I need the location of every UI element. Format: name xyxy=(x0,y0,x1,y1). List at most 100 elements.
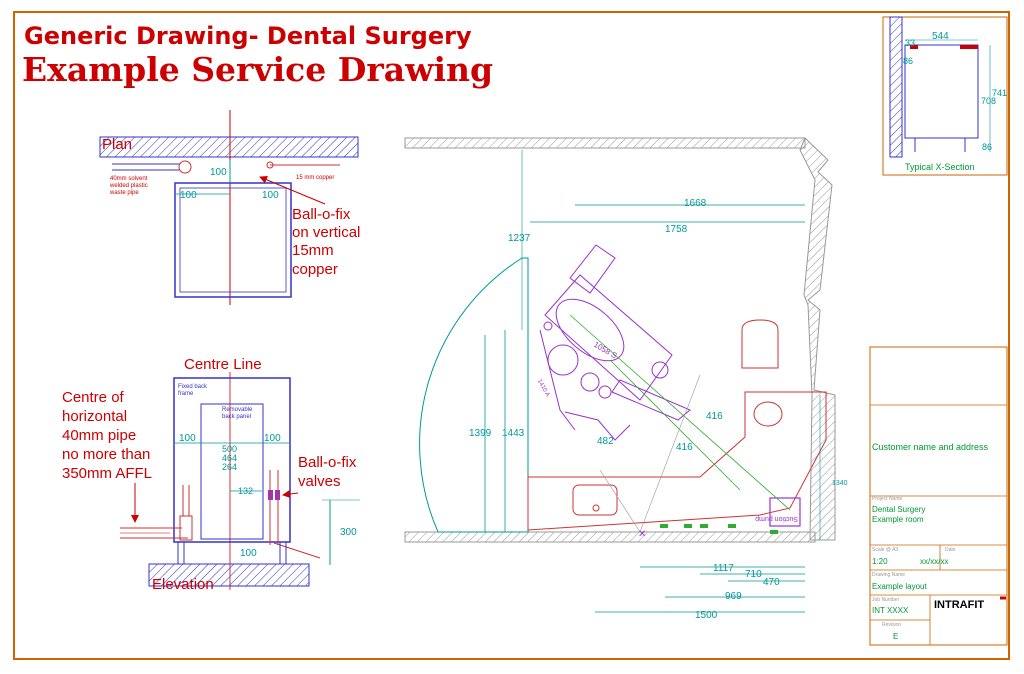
xs-dim-708: 708 xyxy=(981,96,996,106)
elev-valves-2: valves xyxy=(298,473,341,490)
dental-chair xyxy=(539,244,691,441)
outlet-marker: ✕ xyxy=(638,529,646,540)
elev-note-3: 40mm pipe xyxy=(62,427,136,444)
sink-right xyxy=(753,401,783,427)
tb-scale: 1:20 xyxy=(872,557,888,566)
elev-note-2: horizontal xyxy=(62,408,127,425)
chair-label: 1058 S xyxy=(592,340,618,360)
removable-2: back panel xyxy=(222,414,251,420)
waste-pipe-fitting xyxy=(178,160,192,174)
tb-project-label: Project Name xyxy=(872,496,903,502)
elev-dim-132: 132 xyxy=(238,486,253,496)
plan-dim-left: 100 xyxy=(180,190,197,201)
plan-ballofix-4: copper xyxy=(292,261,338,278)
plan-box-outer xyxy=(174,182,292,298)
elev-dim-264: 264 xyxy=(222,462,237,472)
dim-1668: 1668 xyxy=(684,198,707,209)
wall-cabinet xyxy=(741,319,779,369)
elevation-title: Elevation xyxy=(152,576,214,593)
plan-box-inner xyxy=(179,187,287,293)
xs-caption: Typical X-Section xyxy=(905,162,975,172)
waste-note-3: waste pipe xyxy=(109,190,139,196)
tb-scale-label: Scale @ A3 xyxy=(872,547,898,553)
title-large: Example Service Drawing xyxy=(22,50,494,89)
plan-ballofix-1: Ball-o-fix xyxy=(292,206,351,223)
plan-ballofix-3: 15mm xyxy=(292,242,334,259)
xs-dim-86b: 86 xyxy=(982,142,992,152)
floor-box-5 xyxy=(770,530,778,534)
elev-dim-464: 464 xyxy=(222,453,237,463)
dim-482: 482 xyxy=(597,436,614,447)
room-bottom-wall xyxy=(404,531,816,543)
counter-unit xyxy=(527,391,827,531)
dim-1758: 1758 xyxy=(665,224,688,235)
tb-drawing: Example layout xyxy=(872,582,927,591)
tb-job-label: Job Number xyxy=(872,597,900,603)
dim-1237: 1237 xyxy=(508,233,531,244)
dim-710: 710 xyxy=(745,569,762,580)
tb-customer: Customer name and address xyxy=(872,442,989,452)
copper-note: 15 mm copper xyxy=(296,175,334,181)
tb-date-label: Date xyxy=(945,547,956,553)
fixed-frame-1: Fixed back xyxy=(178,384,208,390)
side-label: 1410 A xyxy=(536,379,551,398)
plan-title: Plan xyxy=(102,136,132,153)
xs-dim-86a: 86 xyxy=(903,56,913,66)
elev-note-1: Centre of xyxy=(62,389,125,406)
removable-1: Removable xyxy=(222,407,253,413)
elevation-frame-outer xyxy=(173,377,291,543)
tb-project-1: Dental Surgery xyxy=(872,505,925,514)
door-swing xyxy=(419,257,529,533)
tb-logo: INTRAFIT xyxy=(934,599,984,611)
waste-note-1: 40mm solvent xyxy=(110,176,148,182)
cross-section: 544 33 86 741 708 86 Typical X-Section xyxy=(882,16,1008,176)
dim-1443: 1443 xyxy=(502,428,525,439)
elevation-view: Centre Line Fixed back frame Removable b… xyxy=(62,356,360,593)
dim-1399: 1399 xyxy=(469,428,492,439)
title-small: Generic Drawing- Dental Surgery xyxy=(24,22,472,50)
room-layout: 1668 1758 1237 1399 1443 416 416 482 134… xyxy=(404,137,848,621)
dim-416b: 416 xyxy=(676,442,693,453)
suction-pump xyxy=(769,497,801,527)
title-block: Customer name and address Project Name D… xyxy=(869,346,1008,646)
fixed-frame-2: frame xyxy=(178,391,194,397)
tb-drawing-label: Drawing Name xyxy=(872,572,905,578)
plan-wall-hatch xyxy=(99,136,359,158)
tb-date: xx/xx/xx xyxy=(920,557,948,566)
tb-revision: E xyxy=(893,632,898,641)
dim-1117: 1117 xyxy=(713,563,734,574)
plan-dim-top: 100 xyxy=(210,167,227,178)
sink-left xyxy=(572,484,618,516)
dim-1500: 1500 xyxy=(695,610,718,621)
elev-dim-bottom: 100 xyxy=(240,548,257,559)
room-top-wall xyxy=(404,137,806,149)
xs-dim-544: 544 xyxy=(932,31,949,42)
plan-ballofix-2: on vertical xyxy=(292,224,360,241)
elev-dim-500: 500 xyxy=(222,444,237,454)
elev-note-5: 350mm AFFL xyxy=(62,465,152,482)
tb-logo-box xyxy=(932,597,1006,611)
xs-dim-33: 33 xyxy=(905,38,915,48)
dim-969: 969 xyxy=(725,591,742,602)
elev-dim-right: 100 xyxy=(264,433,281,444)
sheet-border xyxy=(13,11,1010,660)
tb-revision-label: Revision xyxy=(882,622,901,628)
elev-note-4: no more than xyxy=(62,446,150,463)
floor-box-4 xyxy=(728,524,736,528)
xs-dim-741: 741 xyxy=(992,88,1007,98)
tb-job: INT XXXX xyxy=(872,606,909,615)
elevation-floor-hatch xyxy=(148,563,310,587)
tb-project-2: Example room xyxy=(872,515,924,524)
waste-note-2: welded plastic xyxy=(109,183,148,189)
dim-1340: 1340 xyxy=(832,480,848,487)
floor-box-3 xyxy=(700,524,708,528)
dim-416a: 416 xyxy=(706,411,723,422)
plan-view: Plan 40mm solvent welded plastic waste p… xyxy=(99,110,360,305)
floor-box-2 xyxy=(684,524,692,528)
suction-pump-label: Suction pump xyxy=(755,515,798,522)
dim-470: 470 xyxy=(763,577,780,588)
elev-dim-left: 100 xyxy=(179,433,196,444)
elev-valves-1: Ball-o-fix xyxy=(298,454,357,471)
